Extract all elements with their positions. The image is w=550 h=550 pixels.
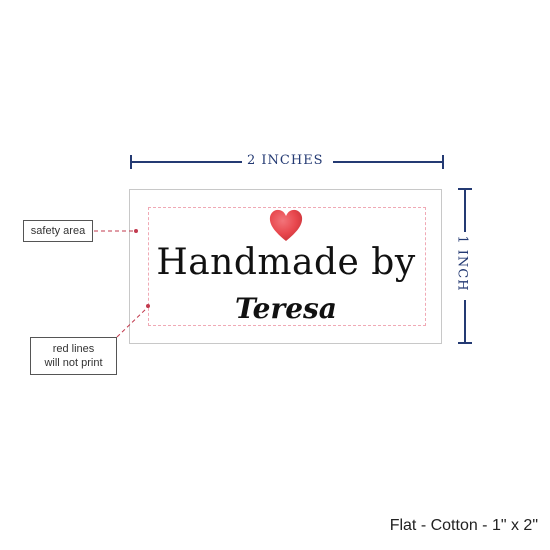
safety-leader-dot <box>134 229 138 233</box>
width-dim-left-line <box>130 161 242 163</box>
red-lines-callout-line2: will not print <box>44 357 103 369</box>
safety-area-callout: safety area <box>23 220 93 242</box>
red-lines-callout: red lines will not print <box>30 337 117 375</box>
height-dim-label: 1 INCH <box>454 235 470 292</box>
heart-icon <box>267 205 305 245</box>
label-name-text: Teresa <box>235 292 337 325</box>
safety-area-outline <box>148 207 426 326</box>
label-main-text: Handmade by <box>156 242 416 283</box>
width-dim-label: 2 INCHES <box>247 153 324 168</box>
width-dim-right-line <box>333 161 444 163</box>
height-dim-top-line <box>464 188 466 232</box>
safety-area-callout-text: safety area <box>30 225 86 237</box>
height-dim-bottom-tick <box>458 342 472 344</box>
red-lines-callout-line1: red lines <box>52 343 95 355</box>
width-dim-right-tick <box>442 155 444 169</box>
height-dim-bottom-line <box>464 300 466 344</box>
redlines-leader-dot <box>146 304 150 308</box>
product-spec-text: Flat - Cotton - 1" x 2" <box>389 517 538 534</box>
label-preview <box>129 189 442 344</box>
